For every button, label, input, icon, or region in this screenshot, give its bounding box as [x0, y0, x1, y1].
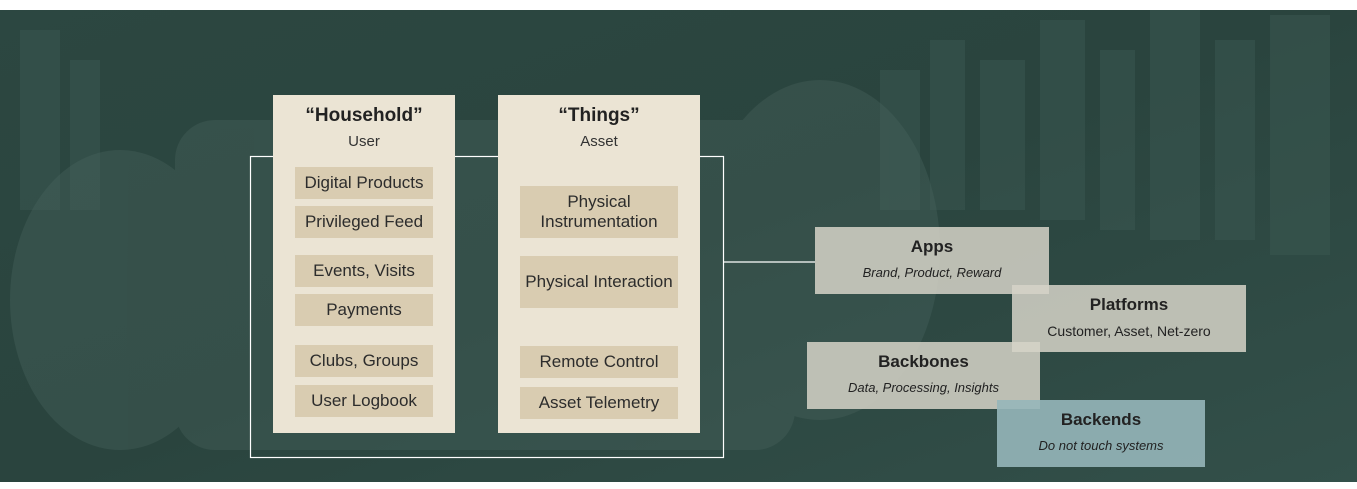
apps-subtitle: Brand, Product, Reward: [862, 265, 1002, 280]
backbones-title: Backbones: [878, 352, 969, 371]
household-item: Digital Products: [295, 167, 433, 199]
backends-title: Backends: [1060, 410, 1142, 429]
grouping-frame: [249, 155, 725, 459]
household-item: Payments: [295, 294, 433, 326]
household-card: “Household” User Digital Products Privil…: [273, 95, 455, 433]
household-item: Privileged Feed: [295, 206, 433, 238]
things-item: Asset Telemetry: [520, 387, 678, 419]
things-card: “Things” Asset Physical Instrumentation …: [498, 95, 700, 433]
things-item: Remote Control: [520, 346, 678, 378]
apps-box: Apps Brand, Product, Reward: [815, 227, 1049, 294]
things-title: “Things”: [558, 105, 640, 126]
backends-subtitle: Do not touch systems: [1038, 438, 1164, 453]
household-item: User Logbook: [295, 385, 433, 417]
backbones-box: Backbones Data, Processing, Insights: [807, 342, 1040, 409]
household-title: “Household”: [305, 105, 423, 126]
platforms-title: Platforms: [1089, 295, 1169, 314]
things-item: Physical Interaction: [520, 256, 678, 308]
apps-title: Apps: [910, 237, 954, 256]
things-item: Physical Instrumentation: [520, 186, 678, 238]
backends-box: Backends Do not touch systems: [997, 400, 1205, 467]
platforms-subtitle: Customer, Asset, Net-zero: [1047, 323, 1211, 339]
things-subtitle: Asset: [580, 133, 618, 150]
household-subtitle: User: [348, 133, 380, 150]
platforms-box: Platforms Customer, Asset, Net-zero: [1012, 285, 1246, 352]
household-item: Clubs, Groups: [295, 345, 433, 377]
household-item: Events, Visits: [295, 255, 433, 287]
backbones-subtitle: Data, Processing, Insights: [847, 380, 1000, 395]
